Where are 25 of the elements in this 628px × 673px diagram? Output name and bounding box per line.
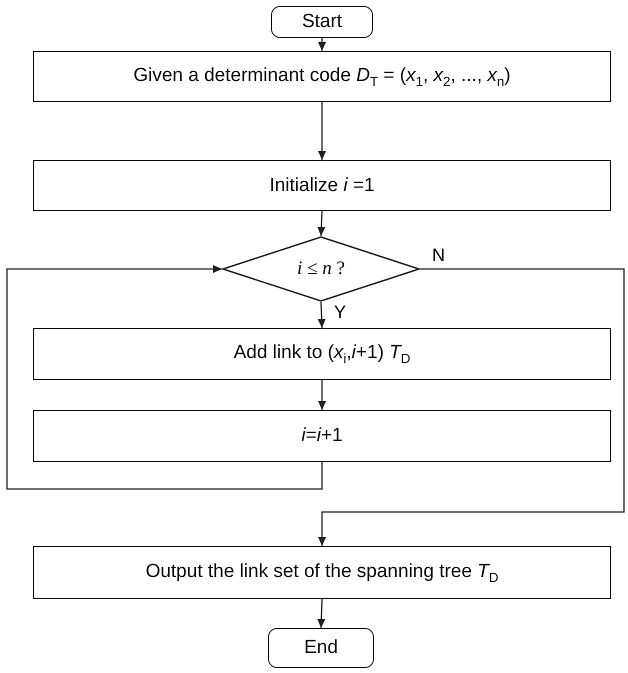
step-text: End [304,637,338,659]
arrow [318,268,625,546]
step-text: Initialize i =1 [269,174,375,196]
arrow [318,102,326,160]
step-text: Output the link set of the spanning tree T$_{D}$ [146,560,498,584]
condition-text: i ≤ n ? [297,258,345,280]
process-box [33,51,611,102]
process-box [33,160,611,211]
arrow [317,598,326,628]
process-box [33,410,611,462]
arrow [318,380,326,410]
process-box [33,546,611,599]
step-text: Add link to (x$_{i}$,i+1) T$_{D}$ [234,342,410,366]
step-text: Given a determinant code D$_{T}$ = (x$_{1}$, x$_{2}$, ..., x$_{n}$) [133,64,511,88]
arrow [318,38,326,51]
terminal-box [268,628,374,668]
arrow [6,265,323,490]
terminal-box [271,6,373,38]
step-text: i=i+1 [301,425,343,447]
edge-label: N [431,246,446,264]
process-box [33,328,611,380]
step-text: Start [302,11,342,33]
edge-label: Y [333,303,348,321]
arrow [318,302,326,328]
arrow [317,210,326,236]
